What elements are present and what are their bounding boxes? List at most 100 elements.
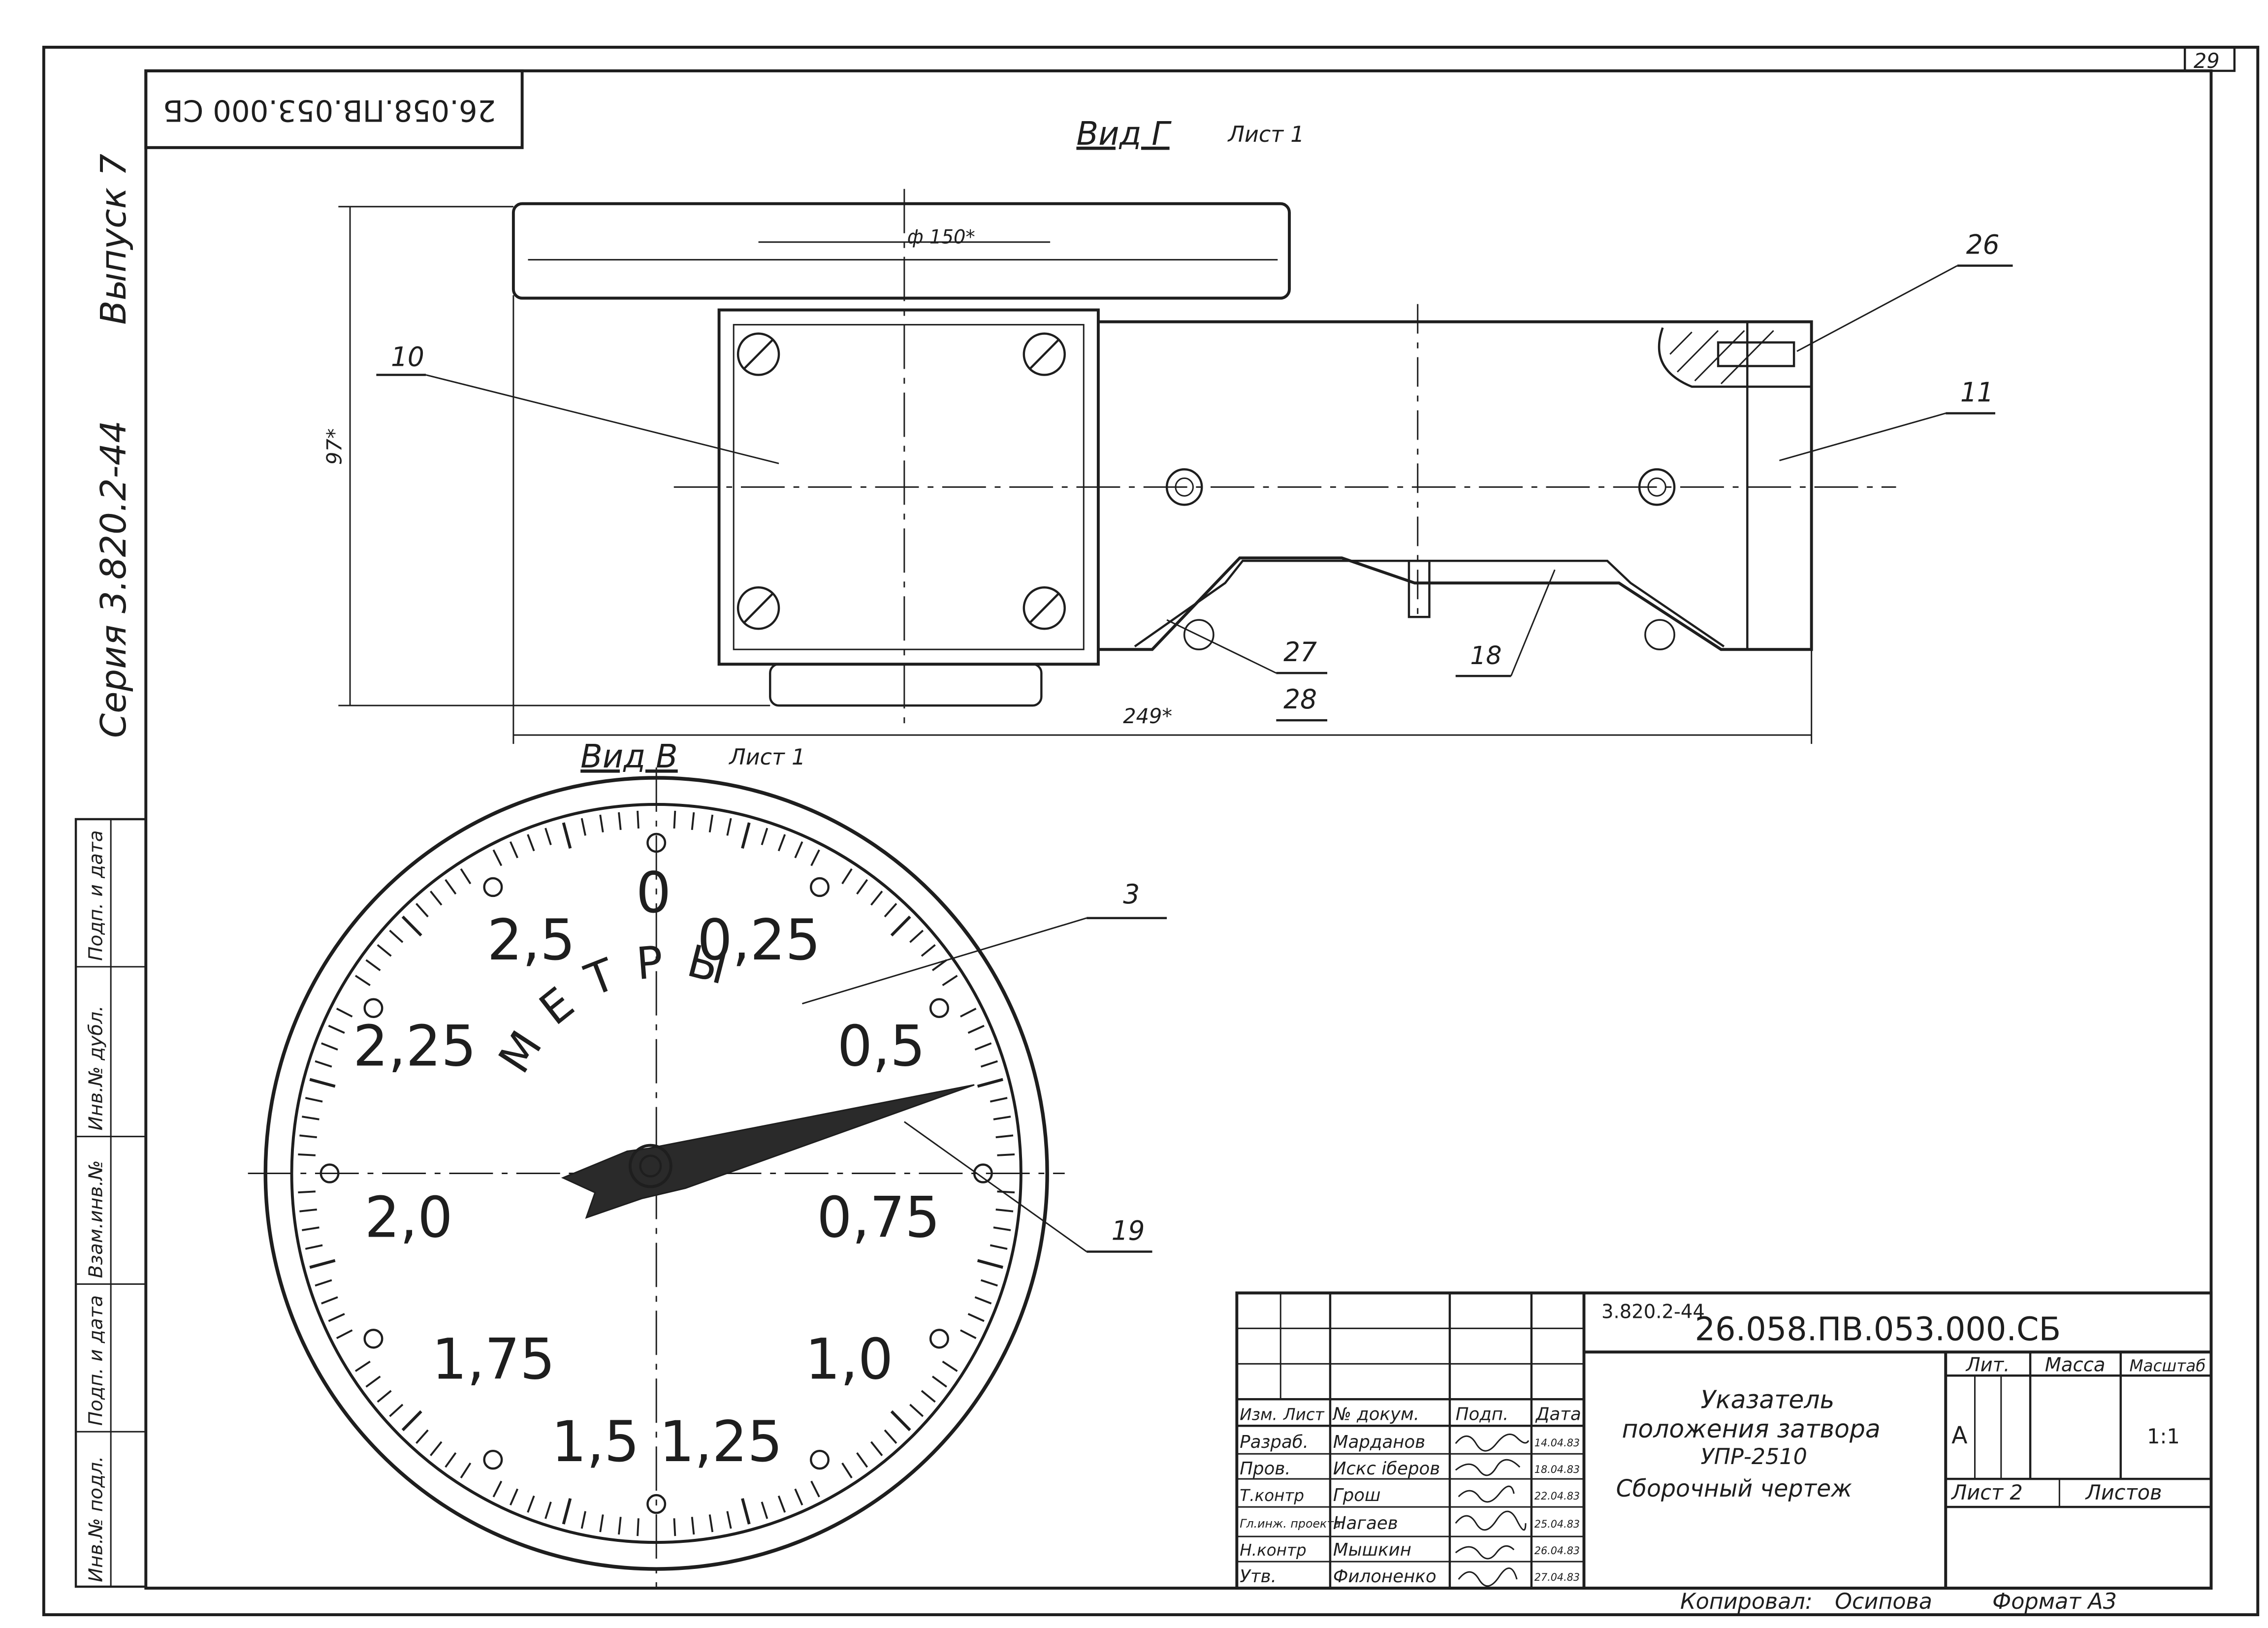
dial-tick [890, 915, 911, 937]
screw-icon [1022, 586, 1066, 630]
dial-tick [761, 1501, 768, 1519]
dial-tick [328, 1313, 345, 1322]
callout-26: 26 [1966, 229, 2000, 260]
scale-label: 0 [636, 860, 671, 926]
view-v-title: Вид В [580, 738, 678, 775]
dial-tick [401, 1410, 422, 1432]
strip-inv-dubl: Инв.№ дубл. [85, 1005, 107, 1130]
footer-format: Формат А3 [1992, 1589, 2117, 1614]
dial-tick [942, 975, 958, 987]
dial-tick [445, 879, 457, 895]
screw-icon [736, 586, 780, 630]
part-name-2: положения затвора [1622, 1414, 1881, 1443]
scale-label: 1,25 [659, 1409, 783, 1475]
row-name: Грош [1333, 1485, 1381, 1505]
dial-tick [980, 1279, 998, 1287]
dial-tick [942, 1361, 958, 1372]
dial-tick [527, 1495, 535, 1513]
row-date: 18.04.83 [1534, 1464, 1580, 1475]
dial-tick [691, 1517, 695, 1535]
dial-tick [870, 891, 883, 906]
outer-border [42, 45, 2260, 1617]
view-g-sheet-ref: Лист 1 [1227, 122, 1305, 147]
dial-tick [977, 1078, 1003, 1088]
row-date: 22.04.83 [1534, 1490, 1580, 1502]
dial-tick [618, 1517, 622, 1535]
dial-tick [637, 810, 639, 829]
dial-tick [445, 1452, 457, 1468]
strip-inv-podl: Инв.№ подл. [85, 1456, 107, 1582]
dial-tick [389, 929, 404, 943]
dial-tick [430, 891, 443, 906]
dial-marker [646, 1494, 667, 1514]
scale-label: 2,0 [365, 1185, 453, 1250]
view-v: Вид В Лист 1 0 0,25 0,5 0,75 1,0 1,25 1,… [248, 738, 1167, 1587]
dial-marker [810, 1449, 830, 1470]
col-header-date: Дата [1535, 1404, 1581, 1424]
dial-tick [990, 1244, 1008, 1250]
dial-tick [884, 1429, 897, 1444]
dial-tick [599, 814, 604, 832]
row-name: Нагаев [1333, 1513, 1398, 1533]
dial-marker [810, 877, 830, 897]
dial-tick [856, 1452, 868, 1468]
dial-tick [298, 1190, 316, 1194]
dial-tick [328, 1024, 345, 1034]
dial-tick [708, 814, 714, 832]
dial-tick [995, 1208, 1014, 1213]
dial-tick [673, 810, 676, 829]
scale-value: 1:1 [2147, 1424, 2180, 1448]
dial-tick [870, 1441, 883, 1456]
dial-tick [309, 1259, 336, 1269]
scale-label: 0,75 [817, 1185, 940, 1250]
row-name: Филоненко [1333, 1566, 1437, 1587]
dial-tick [298, 1153, 316, 1156]
dial-tick [960, 1329, 977, 1340]
dial-tick [741, 822, 751, 849]
row-role: Утв. [1240, 1566, 1277, 1587]
scale-label: 1,0 [805, 1327, 893, 1392]
dial-tick [993, 1116, 1011, 1120]
scale-header: Масштаб [2130, 1356, 2206, 1375]
sheet-number: 29 [2194, 49, 2220, 73]
dial-tick [354, 975, 371, 987]
dial-marker [929, 998, 949, 1018]
footer-copied: Копировал: [1680, 1589, 1813, 1614]
col-header-izm: Изм. [1240, 1405, 1278, 1424]
dim-diameter: ф 150* [907, 226, 975, 248]
dial-tick [890, 1410, 911, 1432]
dial-tick [909, 929, 924, 943]
dial-tick [336, 1329, 353, 1340]
dial-marker [319, 1163, 340, 1183]
dial-tick [974, 1296, 992, 1305]
callout-3: 3 [1123, 879, 1140, 910]
callout-19: 19 [1112, 1215, 1145, 1246]
callout-28: 28 [1283, 684, 1317, 715]
scale-label: 2,25 [353, 1014, 477, 1079]
sheet-number-box [2183, 46, 2236, 72]
dial-tick [305, 1097, 323, 1103]
dial-tick [777, 1495, 786, 1513]
dial-tick [492, 1480, 503, 1498]
footer-copied-name: Осипова [1835, 1589, 1932, 1614]
dial-tick [761, 828, 768, 845]
scale-label: 1,75 [432, 1327, 555, 1392]
dial-tick [777, 834, 786, 852]
dial-tick [691, 812, 695, 830]
dial-tick [309, 1078, 336, 1088]
sheet-label: Лист 2 [1950, 1480, 2023, 1504]
dial-tick [618, 812, 622, 830]
col-header-list: Лист [1283, 1405, 1324, 1424]
rotated-stamp: 26.058.ПВ.053.000 СБ [163, 93, 496, 127]
strip-podp-data-2: Подп. и дата [85, 830, 107, 960]
dial-tick [856, 879, 868, 895]
dial-tick [921, 1390, 936, 1403]
lit-value: А [1951, 1422, 1968, 1449]
dial-tick [967, 1313, 985, 1322]
row-role: Гл.инж. проекта [1240, 1517, 1341, 1531]
row-role: Разраб. [1240, 1432, 1309, 1452]
dim-length: 249* [1123, 704, 1172, 728]
dial-marker [973, 1163, 993, 1183]
row-name: Искс іберов [1333, 1459, 1440, 1479]
